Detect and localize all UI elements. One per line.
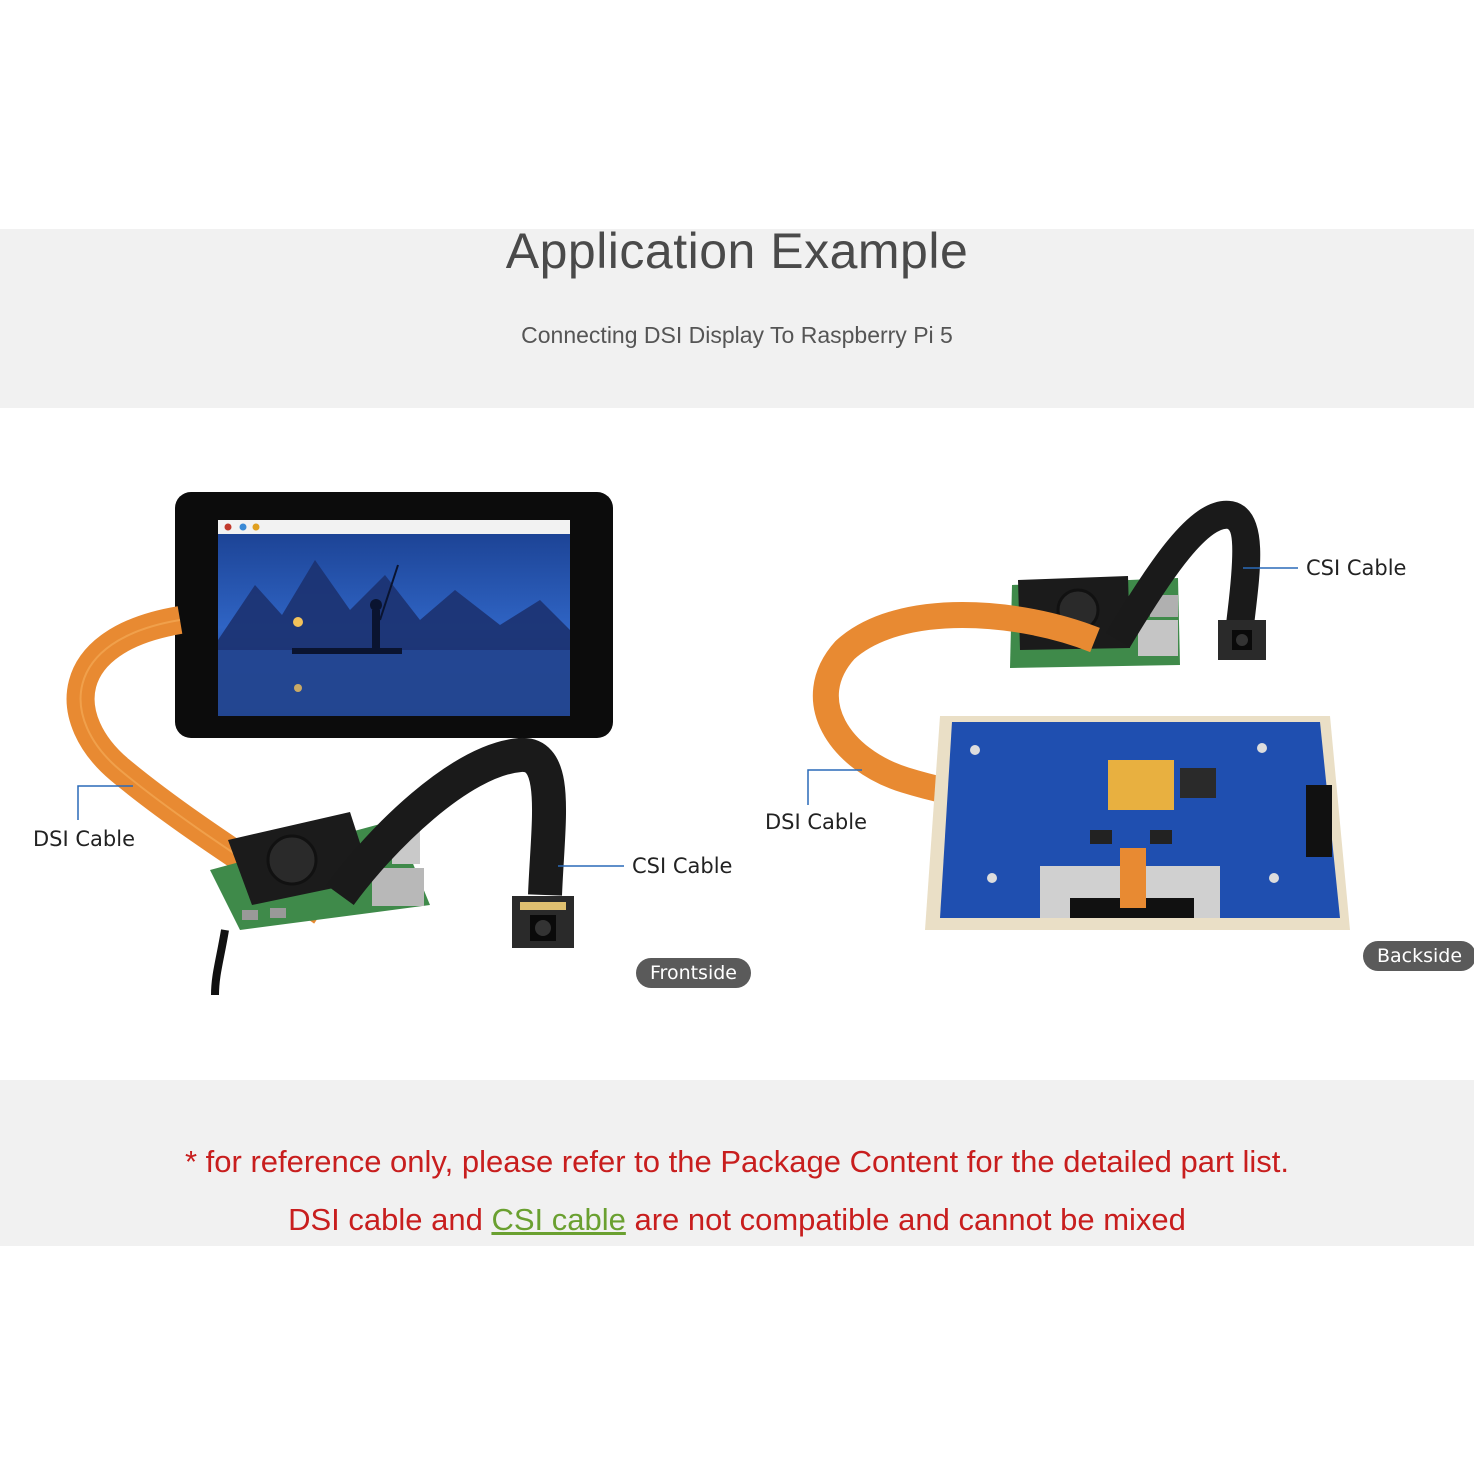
page-subtitle: Connecting DSI Display To Raspberry Pi 5 bbox=[521, 322, 953, 348]
csi-cable-link[interactable]: CSI cable bbox=[491, 1202, 626, 1237]
back-display-pcb bbox=[925, 716, 1350, 930]
back-camera-module bbox=[1218, 620, 1266, 660]
back-csi-cable bbox=[1105, 500, 1261, 648]
back-dsi-leader-line bbox=[807, 769, 862, 805]
back-dsi-cable-label: DSI Cable bbox=[765, 810, 867, 834]
compatibility-note-prefix: DSI cable and bbox=[288, 1202, 492, 1237]
compatibility-note: DSI cable and CSI cable are not compatib… bbox=[0, 1202, 1474, 1238]
reference-note: * for reference only, please refer to th… bbox=[185, 1144, 1289, 1179]
page-title: Application Example bbox=[505, 223, 969, 279]
frontside-badge: Frontside bbox=[636, 958, 751, 988]
front-camera-module bbox=[512, 896, 574, 948]
front-dsi-leader-line bbox=[77, 785, 133, 820]
front-csi-cable-label: CSI Cable bbox=[632, 854, 733, 878]
front-csi-cable bbox=[326, 738, 567, 906]
back-raspberry-pi bbox=[1010, 576, 1180, 668]
header-band bbox=[0, 229, 1474, 408]
front-display bbox=[175, 492, 613, 738]
footer-band bbox=[0, 1080, 1474, 1246]
backside-badge: Backside bbox=[1363, 941, 1474, 971]
front-dsi-cable-label: DSI Cable bbox=[33, 827, 135, 851]
compatibility-note-suffix: are not compatible and cannot be mixed bbox=[625, 1202, 1186, 1237]
back-csi-cable-label: CSI Cable bbox=[1306, 556, 1407, 580]
